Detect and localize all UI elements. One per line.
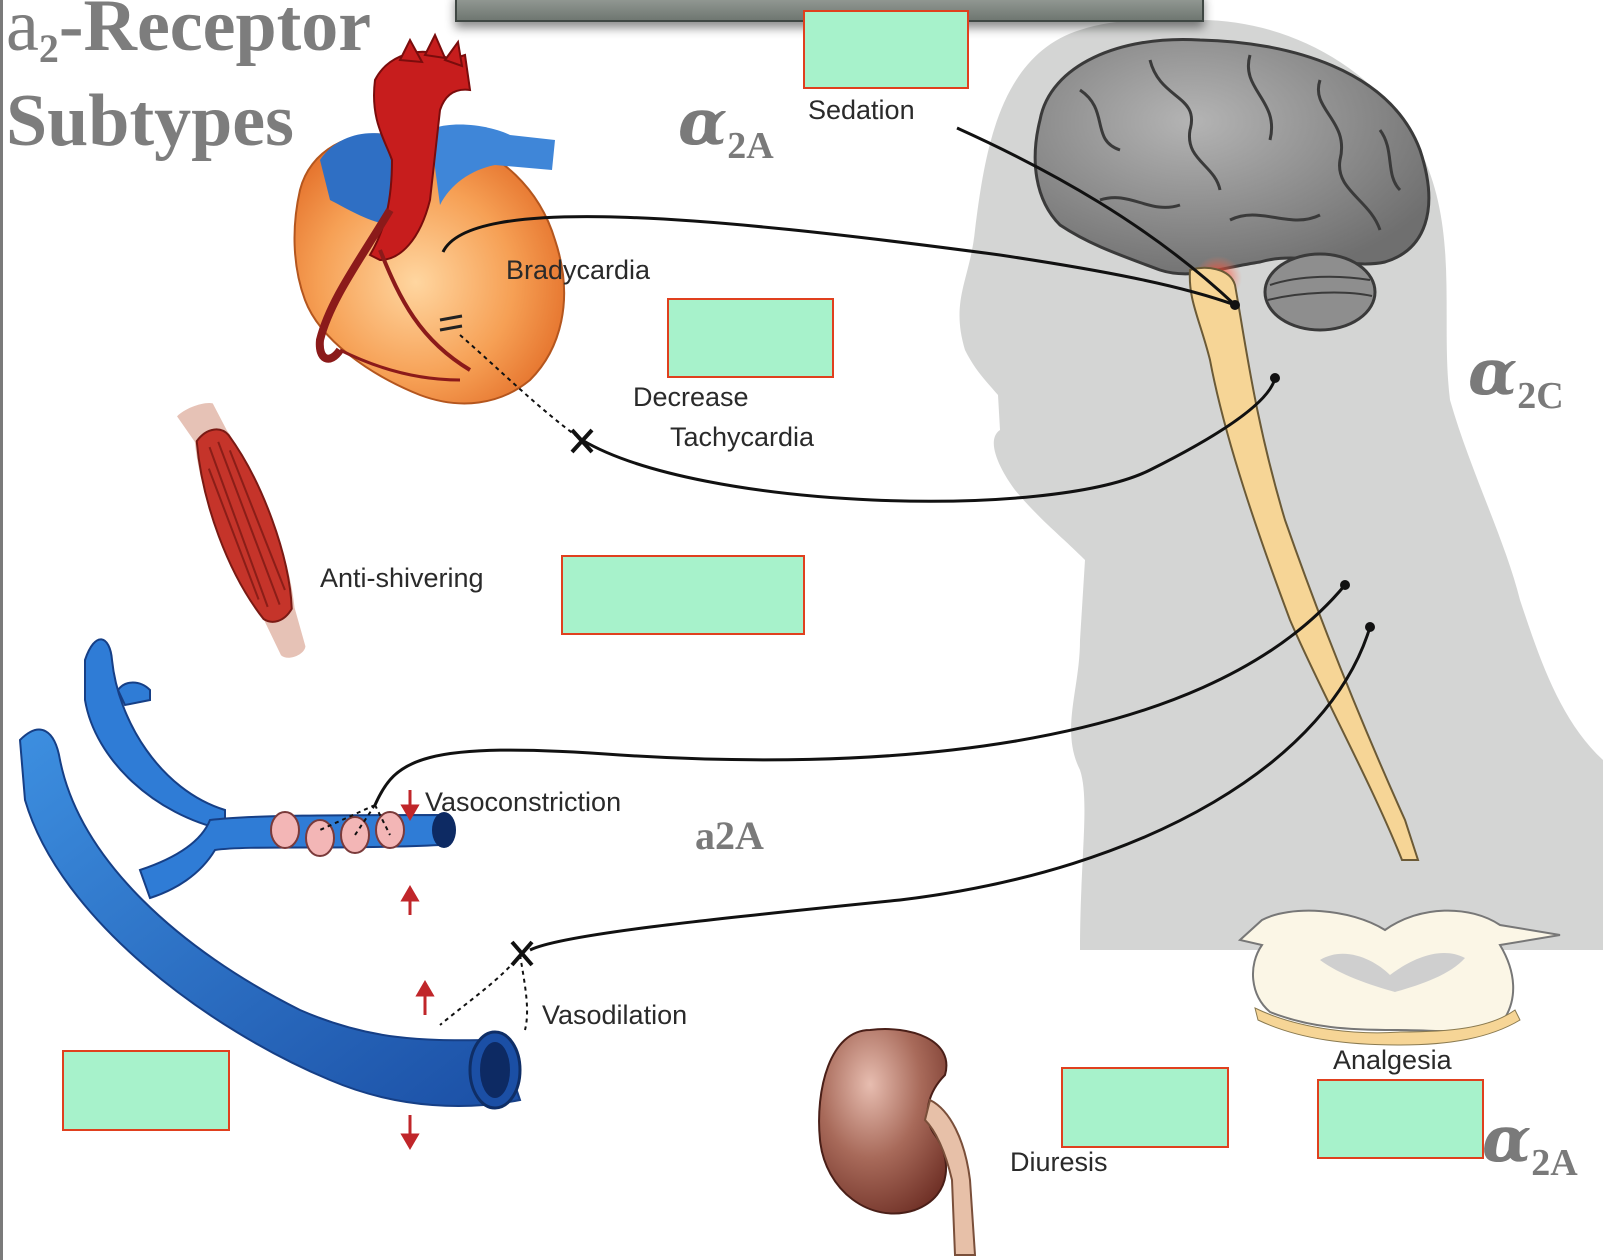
answer-box-vasodilation[interactable]: [62, 1050, 230, 1131]
subtype-right-alpha: α: [1468, 335, 1517, 410]
answer-box-analgesia[interactable]: [1317, 1079, 1484, 1159]
subtype-label-vaso: a2A: [695, 812, 764, 859]
subtype-bottom-sub: 2A: [1531, 1142, 1577, 1184]
subtype-label-top: α2A: [678, 85, 774, 168]
answer-box-diuresis[interactable]: [1061, 1067, 1229, 1148]
page-title: a2-Receptor Subtypes: [6, 0, 371, 157]
label-decrease: Decrease: [633, 382, 749, 413]
label-anti-shivering: Anti-shivering: [320, 563, 484, 594]
muscle: [174, 394, 319, 667]
subtype-top-alpha: α: [678, 85, 727, 160]
title-alpha: a: [6, 0, 39, 67]
title-subscript: 2: [39, 26, 59, 71]
spinal-cross-section: [1240, 911, 1560, 1045]
subtype-right-sub: 2C: [1517, 375, 1563, 417]
answer-box-anti-shivering[interactable]: [561, 555, 805, 635]
blood-vessels: [20, 639, 520, 1108]
subtype-bottom-alpha: α: [1482, 1102, 1531, 1177]
answer-box-sedation[interactable]: [803, 10, 969, 89]
label-sedation: Sedation: [808, 95, 915, 126]
subtype-top-sub: 2A: [727, 125, 773, 167]
label-vasoconstriction: Vasoconstriction: [425, 787, 621, 818]
label-tachycardia: Tachycardia: [670, 422, 814, 453]
answer-box-bradycardia[interactable]: [667, 298, 834, 378]
block-marks: [512, 430, 592, 965]
label-bradycardia: Bradycardia: [506, 255, 650, 286]
subtype-label-right: α2C: [1468, 335, 1564, 418]
label-diuresis: Diuresis: [1010, 1147, 1108, 1178]
label-analgesia: Analgesia: [1333, 1045, 1452, 1076]
title-line2: Subtypes: [6, 85, 371, 157]
left-border: [0, 0, 3, 1260]
subtype-label-bottom: α2A: [1482, 1102, 1578, 1185]
kidney: [819, 1029, 975, 1255]
label-vasodilation: Vasodilation: [542, 1000, 687, 1031]
title-line1: -Receptor: [59, 0, 371, 67]
cerebrum: [1035, 39, 1429, 273]
